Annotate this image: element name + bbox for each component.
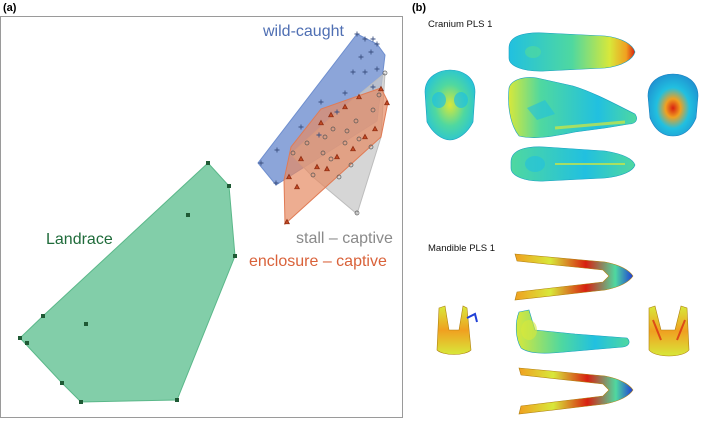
wild-caught-point bbox=[316, 132, 322, 138]
landrace-point bbox=[227, 184, 231, 188]
enclosure-captive-point bbox=[362, 133, 368, 140]
landrace-point bbox=[79, 400, 83, 404]
enclosure-captive-point bbox=[284, 218, 290, 225]
enclosure-captive-point bbox=[298, 155, 304, 162]
wild-caught-points bbox=[258, 31, 380, 186]
enclosure-captive-point bbox=[324, 165, 330, 172]
cranium-posterior-view bbox=[647, 73, 699, 137]
stall-captive-point bbox=[353, 118, 359, 124]
wild-caught-point bbox=[358, 54, 364, 60]
cranium-ventral-view bbox=[510, 146, 636, 182]
stall-captive-point bbox=[290, 150, 296, 156]
stall-captive-point bbox=[344, 128, 350, 134]
wild-caught-point bbox=[342, 90, 348, 96]
stall-captive-label: stall – captive bbox=[296, 230, 393, 247]
wild-caught-point bbox=[370, 36, 376, 42]
mandible-anterior-view bbox=[436, 305, 478, 355]
wild-caught-point bbox=[350, 69, 356, 75]
stall-captive-points bbox=[290, 70, 388, 216]
mandible-posterior-view bbox=[648, 305, 690, 357]
enclosure-captive-point bbox=[350, 145, 356, 152]
landrace-point bbox=[206, 161, 210, 165]
enclosure-captive-points bbox=[284, 85, 390, 225]
wild-caught-point bbox=[334, 109, 340, 115]
enclosure-captive-point bbox=[342, 103, 348, 110]
wild-caught-point bbox=[368, 49, 374, 55]
panel-b-label: (b) bbox=[412, 2, 427, 14]
enclosure-captive-point bbox=[372, 125, 378, 132]
enclosure-captive-label: enclosure – captive bbox=[249, 253, 387, 270]
enclosure-captive-point bbox=[294, 183, 300, 190]
mandible-lateral-view bbox=[515, 309, 630, 354]
wild-caught-point bbox=[362, 69, 368, 75]
wild-caught-point bbox=[354, 31, 360, 37]
mandible-dorsal-view bbox=[514, 253, 634, 301]
wild-caught-label: wild-caught bbox=[262, 23, 344, 40]
mandible-pls-title: Mandible PLS 1 bbox=[428, 243, 496, 254]
stall-captive-point bbox=[304, 140, 310, 146]
mandible-ventral-view bbox=[518, 367, 634, 415]
stall-captive-point bbox=[322, 134, 328, 140]
wild-caught-point bbox=[374, 66, 380, 72]
stall-captive-point bbox=[356, 136, 362, 142]
enclosure-captive-point bbox=[314, 163, 320, 170]
landrace-point bbox=[60, 381, 64, 385]
stall-captive-point bbox=[320, 150, 326, 156]
wild-caught-point bbox=[362, 36, 368, 42]
wild-caught-point bbox=[370, 84, 376, 90]
enclosure-captive-point bbox=[356, 93, 362, 100]
landrace-point bbox=[84, 322, 88, 326]
enclosure-captive-point bbox=[334, 153, 340, 160]
stall-captive-point bbox=[310, 172, 316, 178]
panel-a-label: (a) bbox=[3, 2, 17, 14]
shape-heatmap-panel bbox=[424, 32, 699, 415]
landrace-label: Landrace bbox=[46, 231, 113, 248]
wild-caught-point bbox=[374, 41, 380, 47]
cranium-anterior-view bbox=[424, 69, 476, 141]
landrace-point bbox=[175, 398, 179, 402]
stall-captive-point bbox=[328, 156, 334, 162]
wild-caught-point bbox=[258, 160, 264, 166]
wild-caught-point bbox=[298, 124, 304, 130]
stall-captive-point bbox=[368, 144, 374, 150]
enclosure-captive-point bbox=[384, 99, 390, 106]
stall-captive-point bbox=[370, 107, 376, 113]
stall-captive-point bbox=[342, 140, 348, 146]
landrace-point bbox=[41, 314, 45, 318]
wild-caught-point bbox=[273, 180, 279, 186]
stall-captive-point bbox=[348, 162, 354, 168]
stall-captive-point bbox=[376, 92, 382, 98]
landrace-points bbox=[18, 161, 237, 404]
cranium-dorsal-view bbox=[508, 32, 636, 72]
stall-captive-point bbox=[382, 70, 388, 76]
landrace-point bbox=[186, 213, 190, 217]
landrace-convex-hull bbox=[19, 162, 236, 403]
enclosure-captive-point bbox=[378, 85, 384, 92]
stall-captive-point bbox=[336, 174, 342, 180]
enclosure-captive-point bbox=[328, 111, 334, 118]
landrace-point bbox=[25, 341, 29, 345]
wild-caught-point bbox=[274, 147, 280, 153]
cranium-pls-title: Cranium PLS 1 bbox=[428, 19, 493, 30]
pca-scatter-plot-frame: wild-caught stall – captive enclosure – … bbox=[0, 16, 403, 418]
wild-caught-point bbox=[318, 99, 324, 105]
enclosure-captive-point bbox=[318, 119, 324, 126]
enclosure-captive-point bbox=[286, 173, 292, 180]
landrace-point bbox=[18, 336, 22, 340]
stall-captive-point bbox=[330, 126, 336, 132]
pca-scatter-plot: wild-caught stall – captive enclosure – … bbox=[18, 23, 393, 404]
stall-captive-point bbox=[354, 210, 360, 216]
cranium-lateral-view bbox=[508, 77, 637, 138]
landrace-point bbox=[233, 254, 237, 258]
